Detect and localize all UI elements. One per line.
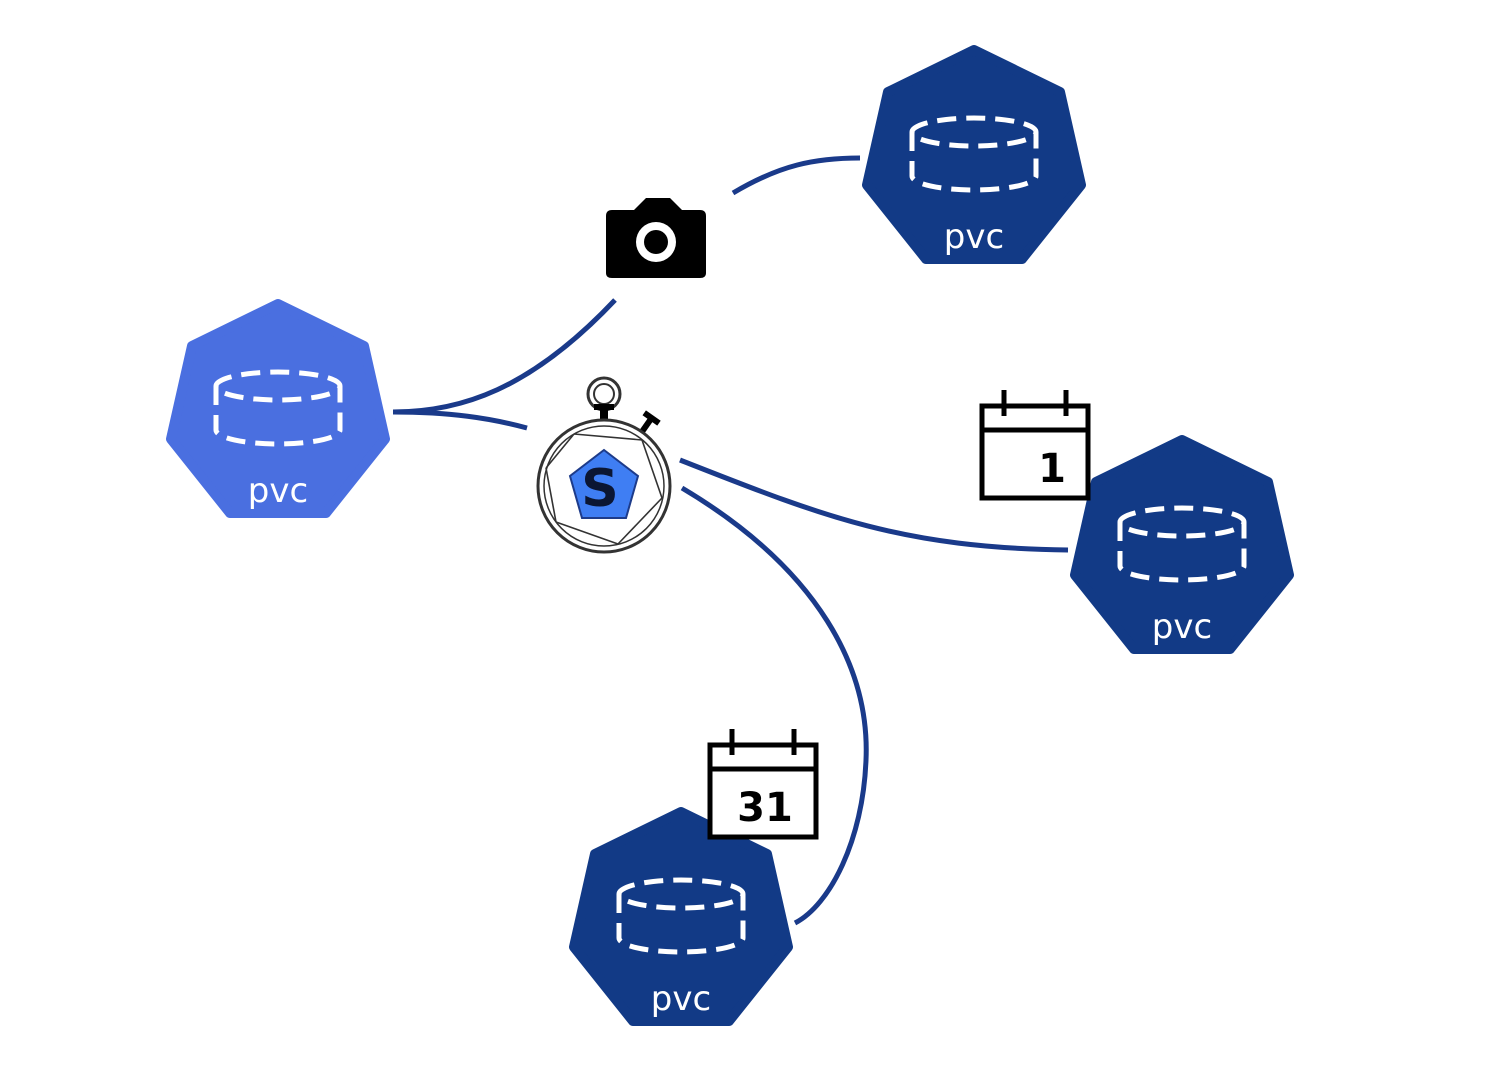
pvc-label: pvc bbox=[944, 217, 1004, 257]
camera-icon bbox=[606, 198, 706, 278]
scheduler-stopwatch-logo: S bbox=[536, 376, 672, 554]
monthly-copy-pvc: pvc bbox=[569, 807, 793, 1026]
calendar-daily-icon: 1 bbox=[979, 390, 1091, 501]
snapshot-copy-pvc: pvc bbox=[862, 45, 1086, 264]
connector-scheduler-to-daily-copy bbox=[679, 457, 1069, 553]
source-pvc: pvc bbox=[166, 299, 390, 518]
connectors bbox=[392, 155, 1069, 926]
connector-source-to-scheduler bbox=[392, 409, 528, 431]
scheduler-logo-letter: S bbox=[581, 459, 618, 519]
pvc-label: pvc bbox=[651, 979, 711, 1019]
pvc-label: pvc bbox=[1152, 607, 1212, 647]
pvc-heptagon-shape bbox=[1070, 435, 1294, 654]
calendar-day-number: 1 bbox=[1038, 446, 1066, 492]
pvc-heptagon-shape bbox=[569, 807, 793, 1026]
pvc-heptagon-shape bbox=[166, 299, 390, 518]
daily-copy-pvc: pvc bbox=[1070, 435, 1294, 654]
pvc-heptagon-shape bbox=[862, 45, 1086, 264]
calendar-day-number: 31 bbox=[737, 785, 793, 831]
shutter-pentagon bbox=[568, 448, 640, 519]
pvc-label: pvc bbox=[248, 471, 308, 511]
connector-camera-to-snapshot-copy bbox=[731, 155, 861, 196]
calendar-monthly-icon: 31 bbox=[707, 729, 819, 840]
connector-source-to-camera bbox=[392, 298, 617, 415]
connector-scheduler-to-monthly-copy bbox=[680, 485, 869, 926]
